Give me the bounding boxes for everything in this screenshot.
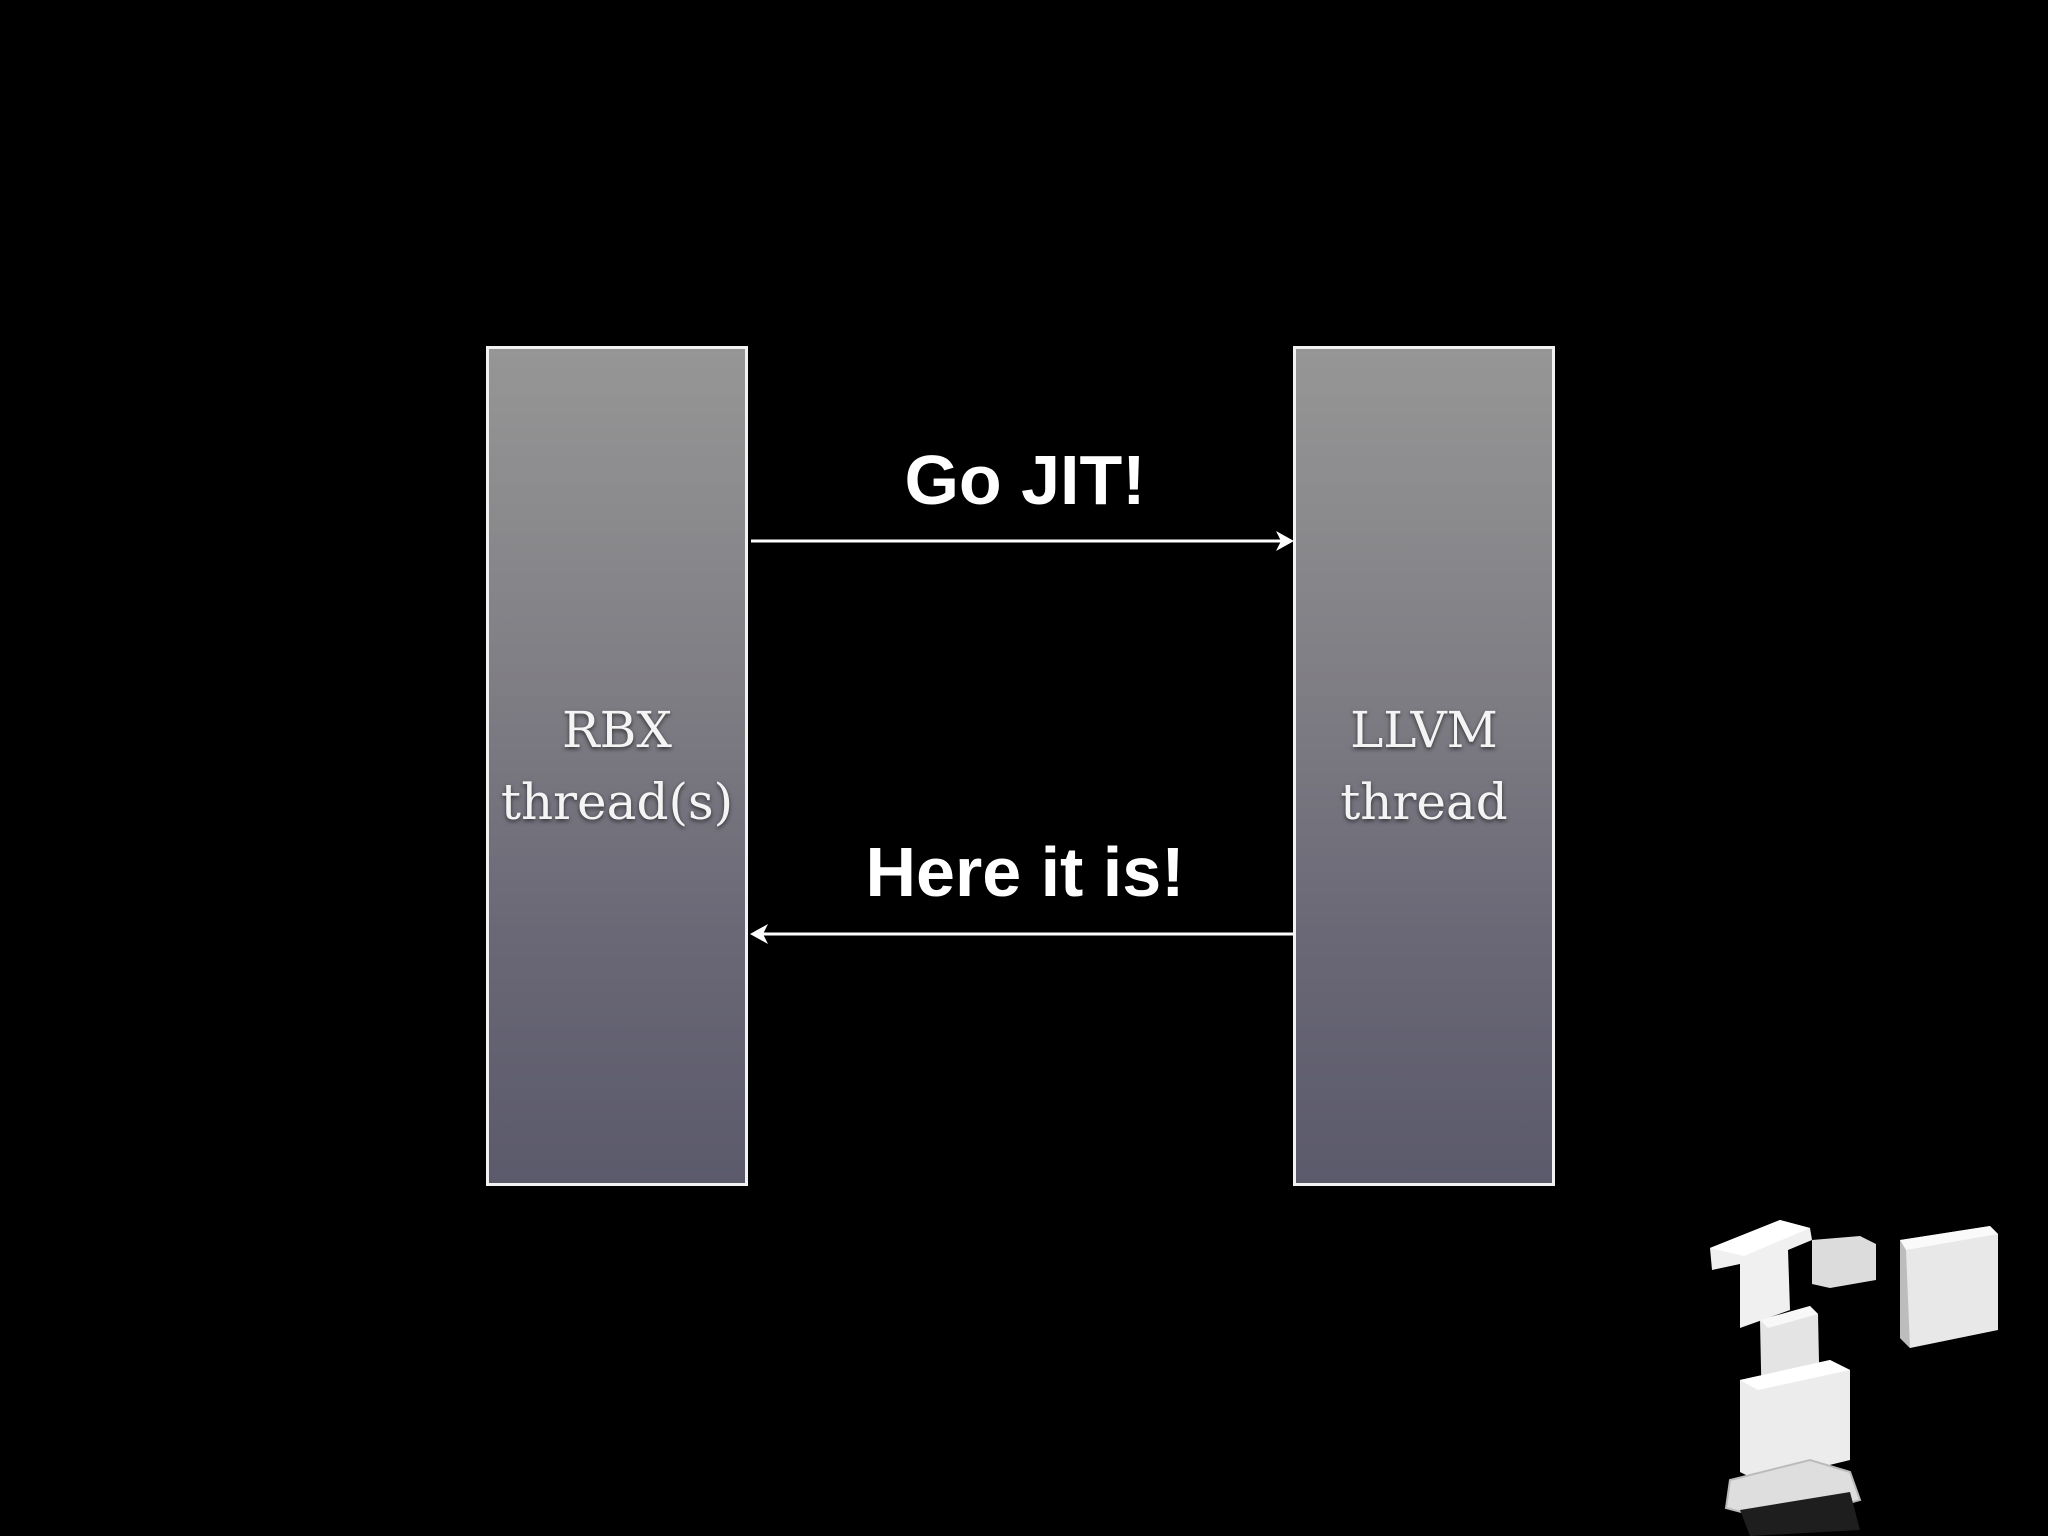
llvm-thread-box: LLVM thread: [1293, 346, 1555, 1186]
go-jit-label: Go JIT!: [904, 441, 1146, 519]
rubinius-logo-icon: [1710, 1220, 1998, 1536]
rbx-thread-label: RBX thread(s): [501, 694, 733, 838]
go-jit-arrow: [751, 531, 1294, 551]
llvm-label-line1: LLVM: [1350, 701, 1498, 759]
rbx-label-line1: RBX: [562, 701, 672, 759]
rbx-label-line2: thread(s): [500, 773, 734, 831]
llvm-label-line2: thread: [1340, 773, 1508, 831]
here-it-is-arrow: [750, 924, 1293, 944]
llvm-thread-label: LLVM thread: [1340, 694, 1508, 838]
here-it-is-label: Here it is!: [865, 833, 1185, 911]
rbx-thread-box: RBX thread(s): [486, 346, 748, 1186]
